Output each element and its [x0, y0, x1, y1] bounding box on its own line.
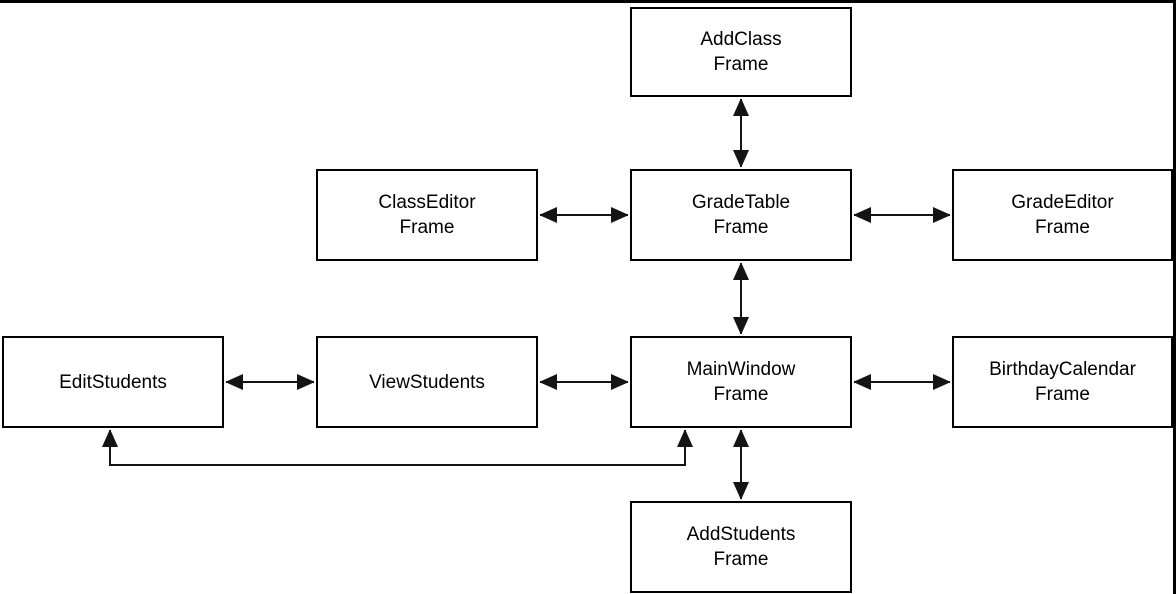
node-edit-students: EditStudents: [2, 336, 224, 428]
edges-group: [110, 99, 950, 499]
connector-layer: [0, 99, 950, 499]
node-birthday-calendar-frame-label-line-2: Frame: [1035, 384, 1090, 405]
node-grade-editor-frame-label-line-1: GradeEditor: [1011, 192, 1114, 213]
edge-main-window-frame--edit-students: [110, 430, 685, 466]
node-add-class-frame-label-line-2: Frame: [713, 54, 769, 75]
node-add-students-frame-label-line-2: Frame: [713, 549, 769, 570]
node-main-window-frame-label-line-1: MainWindow: [686, 359, 796, 380]
node-edit-students-label-line-1: EditStudents: [59, 371, 167, 393]
node-birthday-calendar-frame-label-line-1: BirthdayCalendar: [989, 359, 1136, 380]
node-main-window-frame-label-line-2: Frame: [713, 384, 769, 405]
node-class-editor-frame-label-line-2: Frame: [399, 217, 455, 238]
node-grade-editor-frame-label-line-2: Frame: [1035, 217, 1090, 238]
node-view-students-label-line-1: ViewStudents: [369, 371, 485, 393]
node-class-editor-frame-label-line-1: ClassEditor: [378, 192, 476, 213]
node-add-class-frame-label-line-1: AddClass: [700, 29, 782, 50]
node-grade-table-frame-label-line-2: Frame: [713, 217, 769, 238]
node-add-students-frame-label-line-1: AddStudents: [686, 524, 796, 545]
node-view-students: ViewStudents: [316, 336, 538, 428]
node-grade-table-frame-label-line-1: GradeTable: [691, 192, 791, 213]
